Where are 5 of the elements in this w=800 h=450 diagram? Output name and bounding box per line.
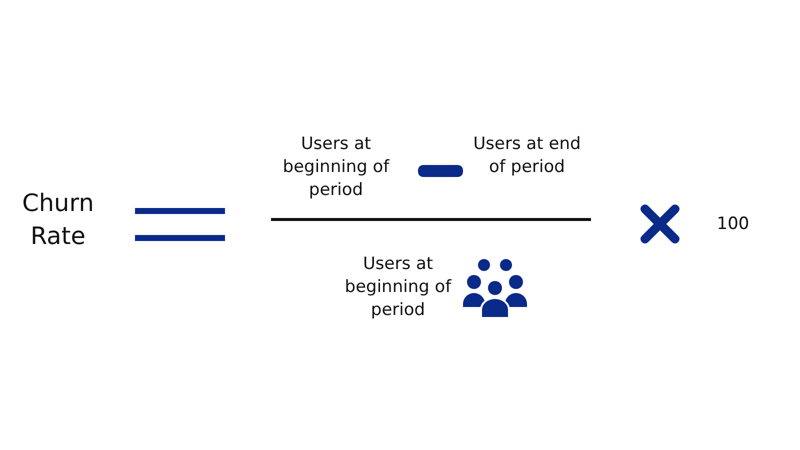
formula-text: Users at beginning of period [282,133,390,202]
formula-text: Users at beginning of period [344,253,452,322]
formula-text: Churn Rate [21,188,95,252]
formula-text: Users at end of period [472,133,582,179]
formula-text: 100 [716,213,750,236]
